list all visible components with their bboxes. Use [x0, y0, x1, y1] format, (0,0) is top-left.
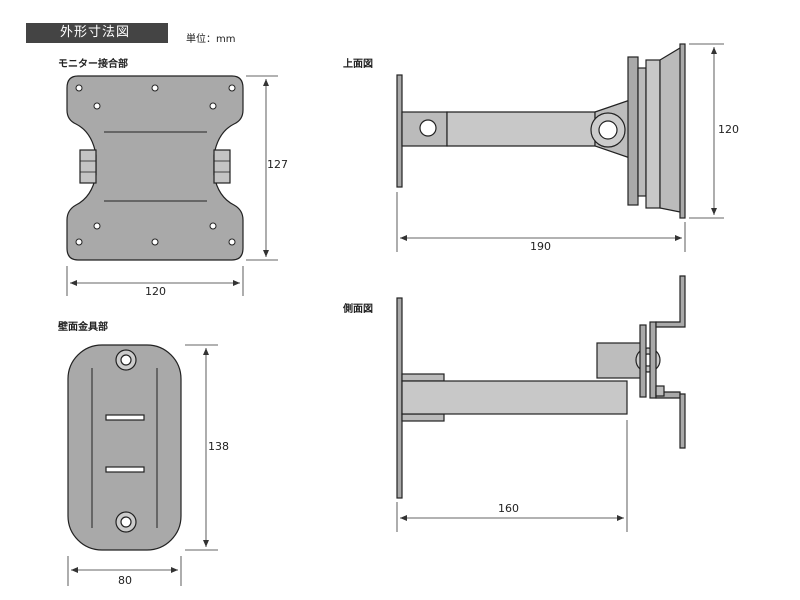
unit-label: 単位：mm — [186, 34, 236, 45]
monitor-plate — [66, 75, 244, 261]
monitor-plate-dimensions — [66, 75, 278, 296]
wall-bracket-label: 壁面金具部 — [58, 322, 108, 333]
side-view-depth-label: 160 — [498, 502, 519, 515]
wall-bracket — [67, 344, 182, 551]
wall-bracket-dimensions — [67, 344, 218, 586]
top-view — [396, 43, 686, 219]
side-view — [396, 275, 686, 499]
top-view-depth-label: 190 — [530, 240, 551, 253]
top-view-dimensions — [396, 43, 724, 252]
monitor-plate-label: モニター接合部 — [58, 59, 128, 70]
side-view-dimensions — [396, 420, 628, 532]
top-view-height-label: 120 — [718, 123, 739, 136]
wall-bracket-height-label: 138 — [208, 440, 229, 453]
top-view-label: 上面図 — [343, 59, 373, 70]
side-view-label: 側面図 — [343, 304, 373, 315]
wall-bracket-width-label: 80 — [118, 574, 132, 587]
monitor-plate-height-label: 127 — [267, 158, 288, 171]
monitor-plate-width-label: 120 — [145, 285, 166, 298]
diagram-title: 外形寸法図 — [26, 23, 168, 43]
monitor-plate-holes — [75, 84, 236, 246]
